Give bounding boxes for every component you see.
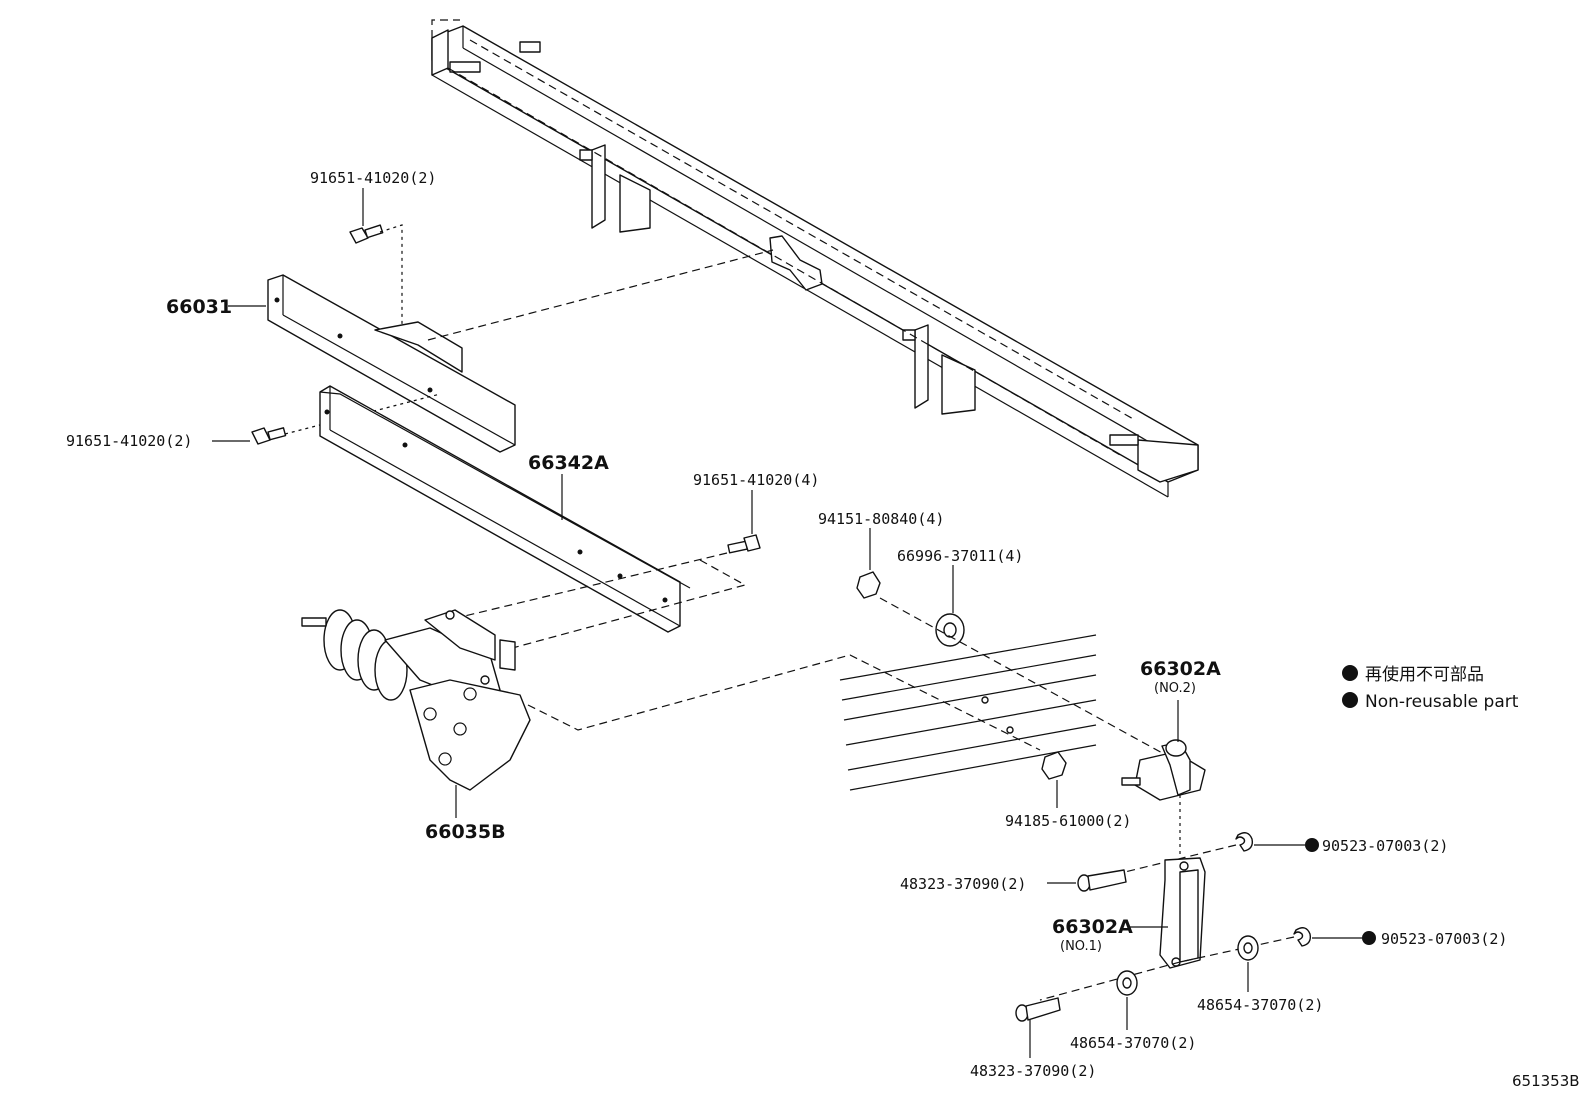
non-reusable-marker-a xyxy=(1305,838,1319,852)
legend-marker-jp xyxy=(1342,665,1358,681)
label-66302A-no2: 66302A xyxy=(1140,658,1221,680)
hanger-66035B xyxy=(301,609,531,791)
clip-90523-a xyxy=(1235,832,1254,852)
label-48654-a: 48654-37070(2) xyxy=(1197,996,1323,1014)
legend-marker-en xyxy=(1342,692,1358,708)
bolt-91651-top xyxy=(349,224,384,244)
frame-crossmember xyxy=(431,19,1199,498)
label-66342A: 66342A xyxy=(528,452,609,474)
shackle-66302A-no2 xyxy=(1121,739,1206,801)
clip-90523-b xyxy=(1293,927,1312,947)
label-66031: 66031 xyxy=(166,296,232,318)
label-48323-b: 48323-37090(2) xyxy=(970,1062,1096,1080)
non-reusable-marker-b xyxy=(1362,931,1376,945)
bushing-48654-a xyxy=(1237,935,1259,961)
label-91651-left: 91651-41020(2) xyxy=(66,432,192,450)
link-66302A-no1 xyxy=(1159,857,1206,969)
bushing-48654-b xyxy=(1116,970,1138,996)
bushing-66996 xyxy=(935,613,965,647)
nut-94185 xyxy=(1041,751,1067,780)
bolt-48323-a xyxy=(1077,869,1127,892)
label-48654-b: 48654-37070(2) xyxy=(1070,1034,1196,1052)
label-66302A-no2-sub: (NO.2) xyxy=(1154,681,1196,696)
bolt-91651-mid xyxy=(727,534,761,554)
legend: 再使用不可部品 Non-reusable part xyxy=(1342,664,1519,712)
rail-66342A xyxy=(319,385,691,633)
figure-code: 651353B xyxy=(1512,1072,1580,1090)
bolt-91651-left xyxy=(251,427,287,445)
label-48323-a: 48323-37090(2) xyxy=(900,875,1026,893)
nut-94151 xyxy=(856,571,881,599)
label-94151: 94151-80840(4) xyxy=(818,510,944,528)
bracket-66031 xyxy=(267,274,516,453)
legend-text-jp: 再使用不可部品 xyxy=(1365,664,1484,685)
bolt-48323-b xyxy=(1015,997,1061,1022)
label-66996: 66996-37011(4) xyxy=(897,547,1023,565)
label-91651-mid: 91651-41020(4) xyxy=(693,471,819,489)
label-66302A-no1: 66302A xyxy=(1052,916,1133,938)
label-94185: 94185-61000(2) xyxy=(1005,812,1131,830)
legend-text-en: Non-reusable part xyxy=(1365,692,1519,712)
label-66302A-no1-sub: (NO.1) xyxy=(1060,939,1102,954)
label-90523-b: 90523-07003(2) xyxy=(1381,930,1507,948)
label-90523-a: 90523-07003(2) xyxy=(1322,837,1448,855)
label-91651-top: 91651-41020(2) xyxy=(310,169,436,187)
label-66035B: 66035B xyxy=(425,821,506,843)
